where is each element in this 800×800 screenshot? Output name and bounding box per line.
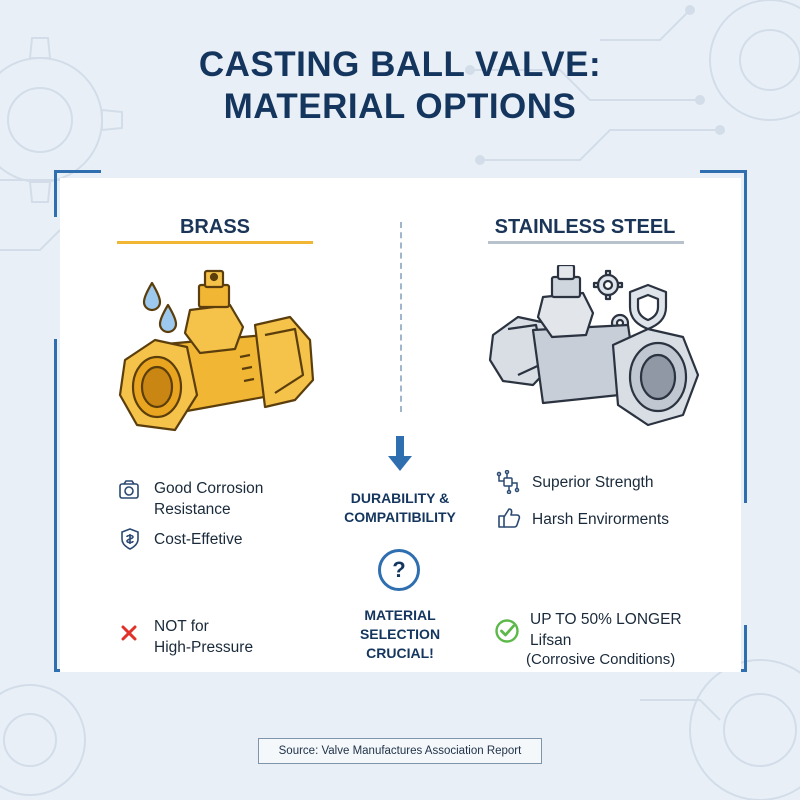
gear-icon	[709, 0, 800, 121]
steel-advantage-note: (Corrosive Conditions)	[526, 651, 676, 668]
steel-advantage: UP TO 50% LONGER Lifsan	[530, 611, 682, 649]
column-divider	[400, 222, 402, 412]
water-drop-icon	[142, 281, 162, 312]
material-selection-label: MATERIAL SELECTION CRUCIAL!	[359, 607, 441, 661]
cost-shield-icon	[121, 528, 139, 550]
steel-feature-environments: Harsh Envirorments	[532, 511, 669, 528]
question-circle-icon: ?	[378, 549, 420, 591]
thumbs-up-icon	[498, 508, 521, 528]
arrow-down-icon	[388, 436, 412, 471]
brass-valve-icon	[118, 269, 315, 432]
check-circle-icon	[495, 619, 519, 643]
page-title: CASTING BALL VALVE: MATERIAL OPTIONS	[0, 44, 800, 128]
gear-icon	[592, 269, 624, 301]
brass-underline	[117, 241, 313, 244]
brass-feature-corrosion: Good Corrosion Resistance	[154, 480, 264, 518]
title-line-2: MATERIAL OPTIONS	[223, 87, 577, 126]
gear-icon	[0, 37, 123, 203]
title-line-1: CASTING BALL VALVE:	[198, 45, 602, 84]
source-citation: Source: Valve Manufactures Association R…	[258, 738, 542, 764]
brass-limitation: NOT for High-Pressure	[154, 618, 254, 656]
brass-heading: BRASS	[179, 216, 250, 238]
steel-feature-strength: Superior Strength	[532, 474, 654, 491]
water-drop-icon	[158, 303, 178, 334]
corrosion-shield-icon	[119, 480, 139, 499]
steel-valve-icon	[488, 265, 700, 427]
x-mark-icon	[121, 625, 137, 641]
gear-icon	[0, 684, 86, 796]
durability-label: DURABILITY & COMPAITIBILITY	[344, 490, 456, 525]
gear-icon	[689, 659, 800, 800]
brass-feature-cost: Cost-Effetive	[154, 531, 243, 548]
circuit-strength-icon	[496, 470, 520, 494]
steel-heading: STAINLESS STEEL	[494, 216, 676, 238]
steel-underline	[488, 241, 684, 244]
